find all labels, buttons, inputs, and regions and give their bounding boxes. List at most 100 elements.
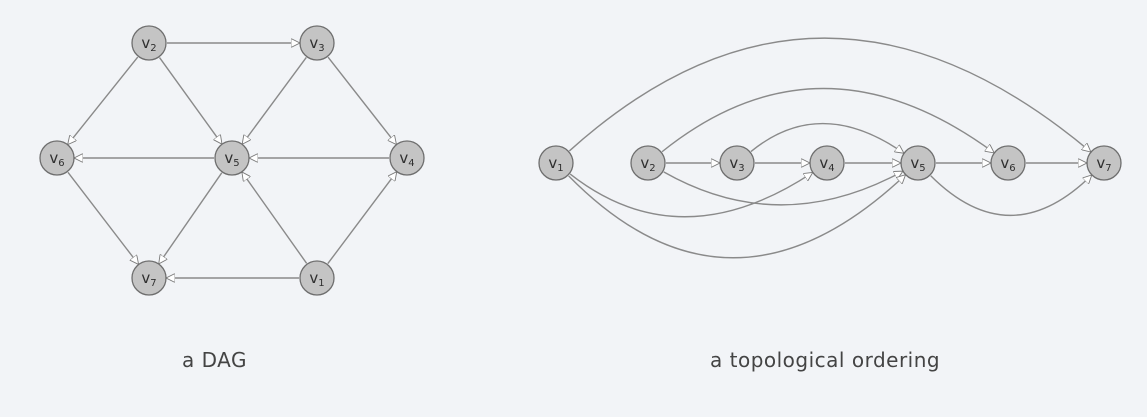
node-label-subscript: 5: [233, 158, 239, 169]
dag-node-v6: v6: [39, 140, 75, 176]
dag-edge-line: [158, 57, 222, 144]
dag-caption: a DAG: [182, 348, 247, 372]
dag-node-v3: v3: [299, 25, 335, 61]
ordering-node-label: v2: [640, 154, 655, 174]
node-label-letter: v: [819, 154, 828, 172]
dag-edge-v3-to-v4: [327, 56, 396, 144]
ordering-node-circle: [809, 145, 845, 181]
ordering-node-v7: v7: [1086, 145, 1122, 181]
dag-node-label: v4: [399, 149, 414, 169]
dag-node-label: v5: [224, 149, 239, 169]
node-label-letter: v: [1096, 154, 1105, 172]
dag-node-v7: v7: [131, 260, 167, 296]
node-label-letter: v: [640, 154, 649, 172]
node-label-letter: v: [910, 154, 919, 172]
node-label-subscript: 7: [150, 278, 156, 289]
ordering-node-circle: [990, 145, 1026, 181]
node-label-subscript: 2: [150, 43, 156, 54]
ordering-node-circle: [719, 145, 755, 181]
dag-edges: [68, 43, 396, 278]
node-label-letter: v: [309, 269, 318, 287]
dag-edge-v2-to-v6: [68, 56, 139, 144]
dag-edge-line: [68, 56, 139, 144]
ordering-edge-v1-to-v7: [568, 37, 1090, 151]
dag-node-v4: v4: [389, 140, 425, 176]
node-label-letter: v: [141, 34, 150, 52]
ordering-node-label: v6: [1000, 154, 1015, 174]
ordering-node-label: v3: [729, 154, 744, 174]
node-label-subscript: 3: [738, 163, 744, 174]
node-label-letter: v: [141, 269, 150, 287]
ordering-edge-line: [750, 122, 903, 153]
topological-ordering-caption: a topological ordering: [710, 348, 941, 372]
ordering-edge-line: [663, 172, 903, 206]
node-label-letter: v: [1000, 154, 1009, 172]
node-label-subscript: 4: [828, 163, 834, 174]
node-label-subscript: 3: [318, 43, 324, 54]
dag-node-circle: [299, 25, 335, 61]
dag-edge-line: [159, 172, 223, 263]
dag-edge-v1-to-v5: [242, 173, 308, 264]
ordering-node-label: v4: [819, 154, 834, 174]
dag-edge-line: [327, 172, 396, 265]
dag-edge-line: [327, 56, 396, 144]
dag-edge-line: [243, 57, 307, 143]
ordering-node-circle: [630, 145, 666, 181]
dag-edge-v3-to-v5: [243, 57, 307, 143]
dag-node-circle: [214, 140, 250, 176]
ordering-node-v2: v2: [630, 145, 666, 181]
node-label-subscript: 5: [919, 163, 925, 174]
ordering-node-circle: [900, 145, 936, 181]
dag-node-circle: [131, 25, 167, 61]
dag-node-label: v1: [309, 269, 324, 289]
ordering-node-v5: v5: [900, 145, 936, 181]
dag-node-v1: v1: [299, 260, 335, 296]
ordering-node-label: v7: [1096, 154, 1111, 174]
dag-node-circle: [389, 140, 425, 176]
node-label-letter: v: [399, 149, 408, 167]
dag-node-label: v3: [309, 34, 324, 54]
dag-edge-v2-to-v5: [158, 57, 222, 144]
dag-edge-line: [242, 173, 308, 264]
node-label-letter: v: [49, 149, 58, 167]
ordering-edge-v3-to-v5: [750, 122, 903, 153]
dag-edge-line: [67, 171, 138, 263]
ordering-edge-v5-to-v7: [930, 176, 1091, 216]
dag-node-circle: [131, 260, 167, 296]
node-label-letter: v: [224, 149, 233, 167]
ordering-edge-v2-to-v6: [661, 87, 993, 153]
ordering-node-label: v5: [910, 154, 925, 174]
node-label-subscript: 6: [1009, 163, 1015, 174]
ordering-node-circle: [538, 145, 574, 181]
ordering-edge-v1-to-v4: [569, 173, 812, 218]
node-label-subscript: 7: [1105, 163, 1111, 174]
dag-edge-v6-to-v7: [67, 171, 138, 263]
node-label-subscript: 1: [557, 163, 563, 174]
dag-node-label: v7: [141, 269, 156, 289]
dag-node-circle: [39, 140, 75, 176]
node-label-subscript: 6: [58, 158, 64, 169]
ordering-edges: [568, 37, 1092, 259]
dag-edge-v1-to-v4: [327, 172, 396, 265]
node-label-subscript: 1: [318, 278, 324, 289]
dag-node-v5: v5: [214, 140, 250, 176]
node-label-subscript: 2: [649, 163, 655, 174]
ordering-node-label: v1: [548, 154, 563, 174]
dag-node-v2: v2: [131, 25, 167, 61]
ordering-node-circle: [1086, 145, 1122, 181]
ordering-node-v3: v3: [719, 145, 755, 181]
ordering-edge-line: [569, 173, 812, 218]
node-label-letter: v: [309, 34, 318, 52]
ordering-edge-v2-to-v5: [663, 172, 903, 206]
node-label-letter: v: [729, 154, 738, 172]
ordering-edge-line: [568, 37, 1090, 151]
ordering-node-v6: v6: [990, 145, 1026, 181]
dag-node-label: v2: [141, 34, 156, 54]
ordering-edge-v1-to-v5: [568, 175, 905, 259]
dag-node-circle: [299, 260, 335, 296]
dag-node-label: v6: [49, 149, 64, 169]
dag-edge-v5-to-v7: [159, 172, 223, 263]
